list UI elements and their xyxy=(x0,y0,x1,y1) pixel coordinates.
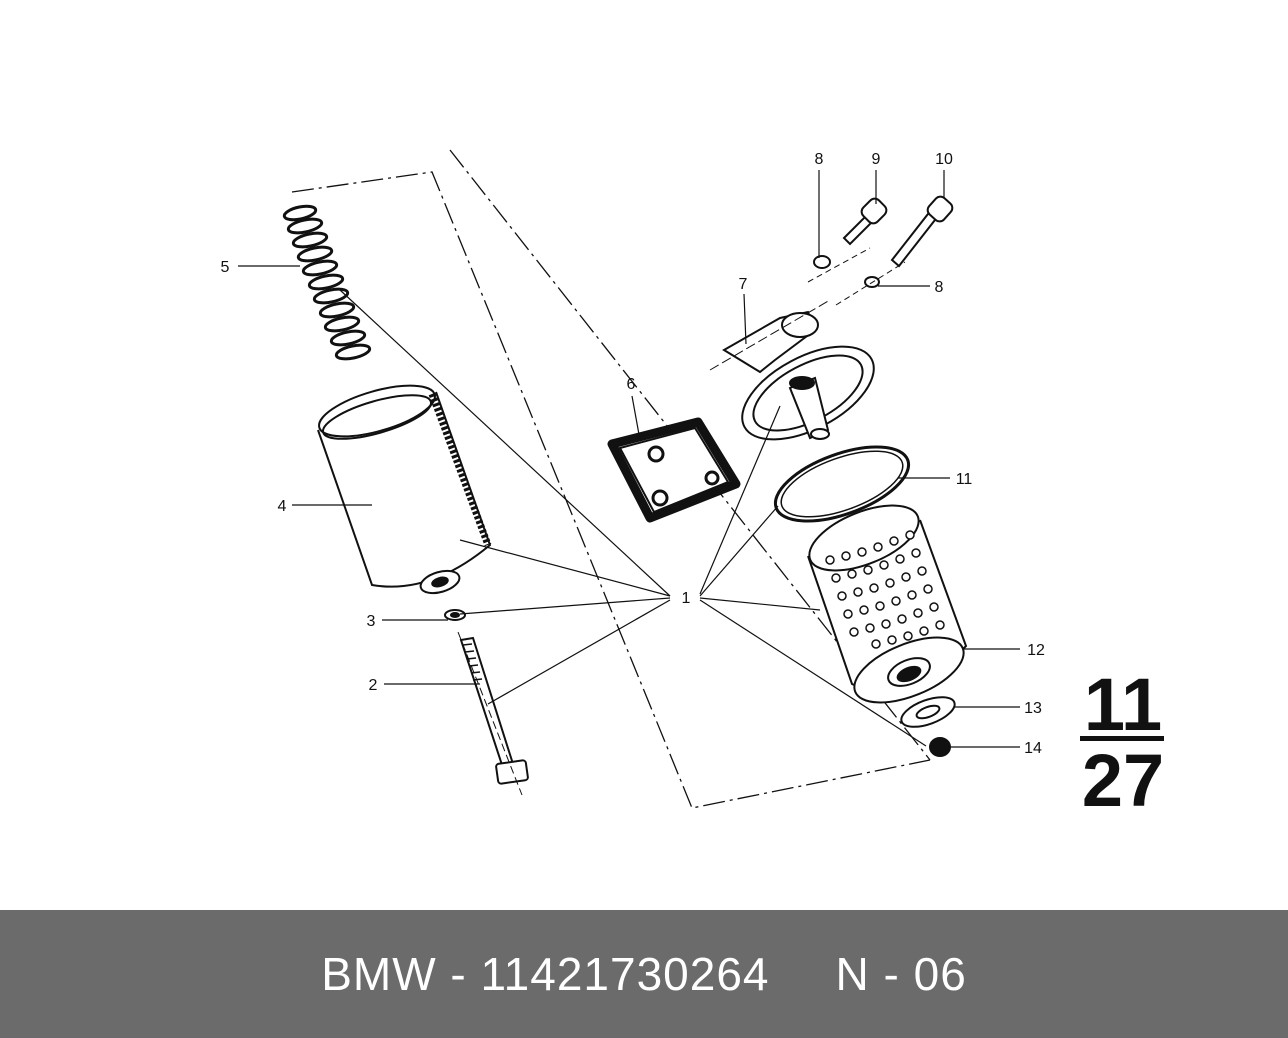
callout-7: 7 xyxy=(739,276,748,293)
group-number-divider xyxy=(1080,736,1164,741)
callout-12: 12 xyxy=(1027,642,1045,659)
bolt-part xyxy=(457,631,529,796)
callout-6: 6 xyxy=(627,376,636,393)
group-number-top: 11 xyxy=(1084,663,1162,746)
callout-2: 2 xyxy=(369,677,378,694)
callout-13: 13 xyxy=(1024,700,1042,717)
exploded-parts-diagram: 1 2 3 4 5 6 7 8 9 10 8 11 12 13 14 11 27 xyxy=(221,149,1164,822)
gasket-part xyxy=(607,417,741,523)
filter-housing-part xyxy=(317,384,492,595)
footer-label: BMW - 11421730264 N - 06 xyxy=(321,947,967,1001)
callout-5: 5 xyxy=(221,259,230,276)
callout-10: 10 xyxy=(935,151,953,168)
filter-head-part xyxy=(709,299,875,441)
washer-nut-parts xyxy=(900,696,956,757)
group-number-bottom: 27 xyxy=(1082,739,1164,822)
filter-element-part xyxy=(807,504,968,704)
callout-9: 9 xyxy=(872,151,881,168)
spring-part xyxy=(282,204,372,361)
leader-lines xyxy=(238,170,1020,748)
callout-3: 3 xyxy=(367,613,376,630)
footer-bar: BMW - 11421730264 N - 06 xyxy=(0,910,1288,1038)
callout-8-top: 8 xyxy=(815,151,824,168)
callout-4: 4 xyxy=(278,498,287,515)
callout-1: 1 xyxy=(682,590,691,607)
callout-8-side: 8 xyxy=(935,279,944,296)
callout-14: 14 xyxy=(1024,740,1042,757)
part-number: BMW - 11421730264 xyxy=(321,948,770,1000)
callout-11: 11 xyxy=(956,471,973,488)
washer-part xyxy=(444,609,466,621)
fastener-parts xyxy=(807,195,954,306)
page-code: N - 06 xyxy=(835,948,967,1000)
